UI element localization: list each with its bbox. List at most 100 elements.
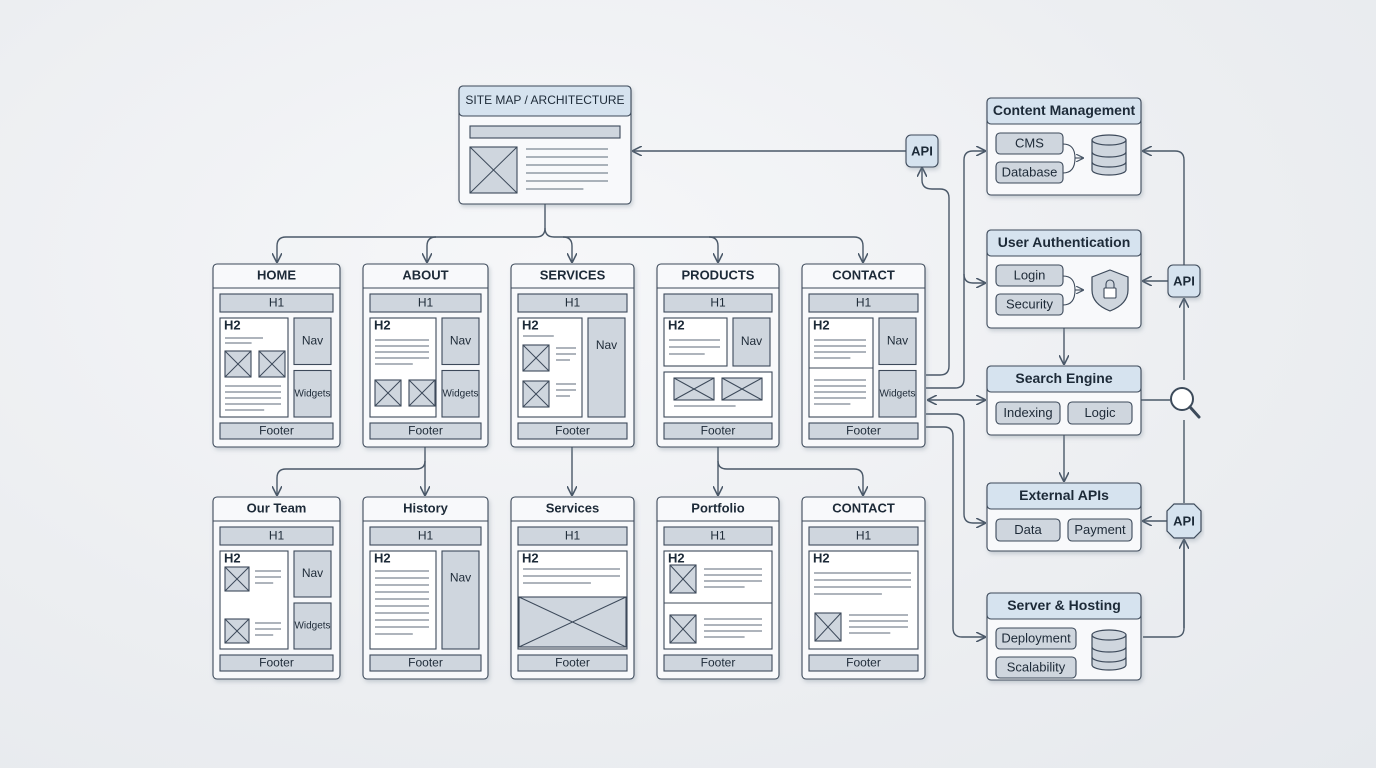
h1-label: H1 xyxy=(856,296,872,310)
api-badge-2: API xyxy=(1166,503,1202,539)
contact-bus-up xyxy=(926,198,950,376)
h1-label: H1 xyxy=(710,529,726,543)
footer-label: Footer xyxy=(701,656,736,670)
main-content xyxy=(369,550,437,650)
magnifier-handle xyxy=(1188,405,1201,419)
image-cross xyxy=(224,618,250,644)
image-placeholder-icon xyxy=(408,379,436,407)
service-title: User Authentication xyxy=(998,234,1131,250)
h2-label: H2 xyxy=(813,317,830,332)
nav-block xyxy=(441,317,480,366)
nav-label: Nav xyxy=(302,333,323,347)
widgets-block xyxy=(293,369,332,418)
nav-block xyxy=(878,317,917,366)
widgets-block xyxy=(441,369,480,418)
root-header xyxy=(458,85,632,117)
service-item-label: Deployment xyxy=(1001,630,1071,645)
image-placeholder-icon xyxy=(522,344,550,372)
footer-label: Footer xyxy=(259,424,294,438)
service-item-label: CMS xyxy=(1015,135,1044,150)
image-placeholder-icon xyxy=(224,618,250,644)
image-placeholder-icon xyxy=(258,350,286,378)
pages-title: ABOUT xyxy=(402,267,448,282)
image-placeholder-icon xyxy=(522,380,550,408)
image-placeholder-icon xyxy=(673,377,715,401)
h1-label: H1 xyxy=(418,529,434,543)
image-cross xyxy=(669,614,697,644)
h1-bar xyxy=(663,526,773,546)
bus-to-apis xyxy=(926,413,985,523)
h2-label: H2 xyxy=(522,317,539,332)
api-to-cms xyxy=(1143,151,1185,265)
db-top xyxy=(1091,629,1127,641)
db-ring xyxy=(1091,656,1127,663)
image-cross xyxy=(669,564,697,594)
products-to-contact xyxy=(717,460,863,495)
h1-label: H1 xyxy=(565,296,581,310)
image-placeholder-icon xyxy=(669,564,697,594)
h2-label: H2 xyxy=(224,550,241,565)
root-to-home xyxy=(277,204,546,262)
service-title: Server & Hosting xyxy=(1007,597,1121,613)
image-cross xyxy=(522,344,550,372)
service-item xyxy=(995,656,1077,679)
footer-bar xyxy=(808,654,919,672)
h1-bar xyxy=(369,293,482,313)
bus-to-server xyxy=(926,426,985,637)
service-header xyxy=(986,365,1142,393)
subpages-title: Services xyxy=(546,500,600,515)
service-header xyxy=(986,97,1142,125)
root-banner xyxy=(469,125,621,139)
h2-label: H2 xyxy=(224,317,241,332)
footer-label: Footer xyxy=(846,424,881,438)
main-content xyxy=(369,317,437,418)
subpages-title: History xyxy=(403,500,449,515)
pages-title: CONTACT xyxy=(832,267,895,282)
footer-label: Footer xyxy=(259,656,294,670)
lock-body xyxy=(1103,287,1117,299)
service-title: Search Engine xyxy=(1015,370,1112,386)
magnifier-icon xyxy=(1170,387,1201,419)
nav-label: Nav xyxy=(741,334,762,348)
pages-title: PRODUCTS xyxy=(682,267,755,282)
image-cross xyxy=(518,596,627,648)
subpages-title: Our Team xyxy=(247,500,307,515)
service-item-label: Indexing xyxy=(1003,405,1052,420)
h1-label: H1 xyxy=(269,529,285,543)
footer-bar xyxy=(663,654,773,672)
h1-bar xyxy=(219,526,334,546)
api-to-server xyxy=(1143,539,1185,638)
service-item-label: Data xyxy=(1014,522,1042,537)
service-item-label: Payment xyxy=(1074,522,1126,537)
pages-title: HOME xyxy=(257,267,296,282)
root-node: SITE MAP / ARCHITECTURE xyxy=(458,85,632,205)
main-content xyxy=(663,317,728,367)
image-cross xyxy=(224,350,252,378)
api-badge-1: API xyxy=(1167,264,1201,298)
diagram-nodes: SITE MAP / ARCHITECTUREHOMEH1FooterH2Nav… xyxy=(212,85,1202,681)
image-placeholder-icon xyxy=(469,146,518,194)
h1-bar xyxy=(369,526,482,546)
db-ring xyxy=(1091,161,1127,168)
footer-bar xyxy=(808,422,919,440)
nav-block xyxy=(293,550,332,598)
h1-bar xyxy=(808,293,919,313)
image-cross xyxy=(814,612,842,642)
root-title: SITE MAP / ARCHITECTURE xyxy=(465,93,624,107)
api-badge-label: API xyxy=(1173,273,1195,288)
service-item-label: Login xyxy=(1014,267,1046,282)
service-item xyxy=(995,518,1061,542)
image-cross xyxy=(469,146,518,194)
bus-to-api xyxy=(922,168,950,199)
api-badge-frame xyxy=(1167,264,1201,298)
service-item-label: Scalability xyxy=(1007,659,1066,674)
root-to-products xyxy=(563,236,718,262)
service-item xyxy=(995,627,1077,650)
h1-bar xyxy=(517,526,628,546)
footer-label: Footer xyxy=(701,424,736,438)
